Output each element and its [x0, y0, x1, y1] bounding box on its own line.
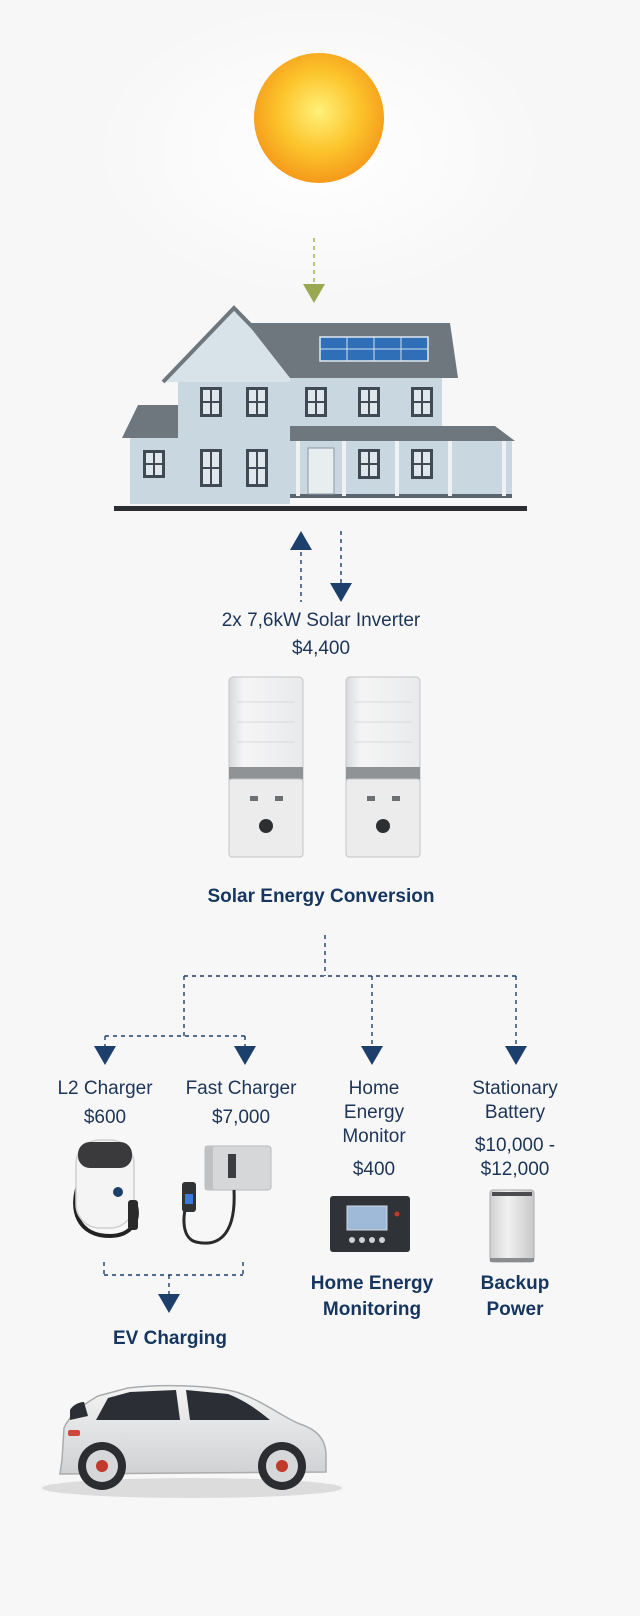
stationary-battery-icon [489, 1189, 535, 1263]
house-inverter-arrows [290, 531, 352, 602]
home-monitoring-line: Monitoring [322, 1299, 422, 1320]
l2-charger-icon [73, 1139, 139, 1239]
battery-name-line: Battery [484, 1102, 546, 1123]
inverter-name: 2x 7,6kW Solar Inverter [221, 610, 421, 631]
home-monitor-name-line: Monitor [342, 1126, 406, 1147]
fast-charger-icon [182, 1145, 272, 1245]
l2-charger-price: $600 [83, 1107, 127, 1128]
home-energy-monitor-icon [330, 1196, 410, 1252]
home-monitor-name-line: Energy [343, 1102, 405, 1123]
section-title-solar-conversion: Solar Energy Conversion [207, 886, 435, 907]
battery-price-line: $10,000 - [474, 1135, 556, 1156]
battery-name-line: Stationary [472, 1078, 558, 1099]
inverter-icon [345, 676, 421, 858]
house-icon [114, 305, 527, 511]
fast-charger-label: Fast Charger $7,000 [170, 1077, 312, 1130]
section-title-ev-charging: EV Charging [112, 1328, 227, 1349]
distribution-lines [103, 935, 517, 1294]
fast-charger-name: Fast Charger [185, 1078, 297, 1099]
l2-charger-label: L2 Charger $600 [40, 1077, 170, 1130]
home-monitor-label: Home Energy Monitor $400 [316, 1077, 432, 1182]
sun-icon [254, 53, 384, 183]
roof-solar-panel-icon [319, 336, 429, 362]
battery-label: Stationary Battery $10,000 - $12,000 [448, 1077, 582, 1182]
inverter-icon [228, 676, 304, 858]
section-title-home-monitoring: Home Energy Monitoring [292, 1271, 452, 1323]
l2-charger-name: L2 Charger [57, 1078, 153, 1099]
section-title-backup-power: Backup Power [450, 1271, 580, 1323]
backup-power-line: Power [486, 1299, 544, 1320]
home-monitoring-line: Home Energy [310, 1273, 434, 1294]
sunlight-arrow [303, 284, 325, 303]
fast-charger-price: $7,000 [211, 1107, 271, 1128]
inverter-label: 2x 7,6kW Solar Inverter $4,400 [160, 609, 482, 661]
home-monitor-name-line: Home [348, 1078, 400, 1099]
backup-power-line: Backup [480, 1273, 550, 1294]
inverter-price: $4,400 [291, 638, 351, 659]
flow-arrows [94, 1046, 527, 1313]
battery-price-line: $12,000 [480, 1159, 550, 1180]
home-monitor-price: $400 [352, 1159, 396, 1180]
electric-car-icon [42, 1384, 342, 1498]
